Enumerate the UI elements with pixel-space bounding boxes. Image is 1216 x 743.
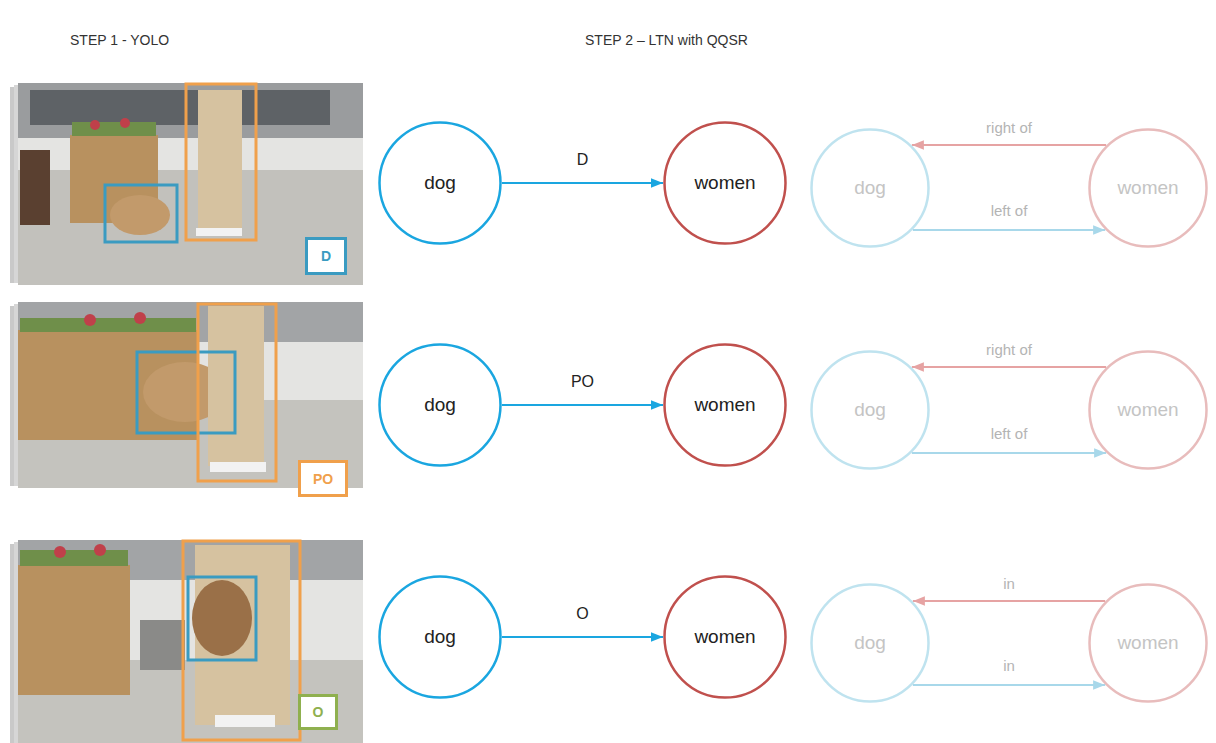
relation-arrow [913,600,1105,602]
edge-label: left of [988,202,1031,219]
step-title: STEP 2 – LTN with QQSR [585,32,748,48]
concept-circle: dog [378,575,502,699]
circle-shape [380,345,501,466]
circle-shape [812,130,929,247]
concept-circle: women [663,121,787,245]
concept-circle: dog [378,343,502,467]
dog-bounding-box [105,185,177,242]
concept-circle: women [1088,583,1208,703]
concept-label: women [1117,177,1178,199]
woman-bounding-box [198,304,276,481]
relation-tag: O [298,694,338,730]
concept-label: dog [424,394,456,416]
shoes [196,228,242,236]
edge-label: O [573,605,591,623]
concept-circle: dog [810,583,930,703]
woman-bounding-box [183,541,300,740]
relation-arrow [502,636,663,638]
circle-shape [665,123,786,244]
edge-label: right of [983,119,1035,136]
plants [20,550,128,566]
concept-label: dog [854,177,886,199]
edge-label: in [1000,575,1018,592]
flower [84,314,96,326]
relation-arrow [502,404,663,406]
windows [30,90,330,125]
relation-code: O [313,704,324,720]
edge-label: D [574,151,592,169]
photo-frame-1 [10,83,363,285]
relation-tag: D [305,237,347,275]
relation-arrow [912,144,1106,146]
relation-arrow [913,229,1105,231]
bench [140,620,185,670]
dog-figure [192,580,252,656]
relation-arrow [912,452,1106,454]
concept-label: women [1117,632,1178,654]
shoes [215,715,275,727]
edge-label: right of [983,341,1035,358]
circle-shape [1090,130,1207,247]
building [18,83,363,138]
relation-arrow [502,182,663,184]
flower [54,546,66,558]
dog-bounding-box [137,352,235,433]
dog-bounding-box [188,577,256,660]
shoes [210,462,266,472]
concept-circle: dog [810,350,930,470]
concept-circle: dog [378,121,502,245]
concept-label: dog [424,172,456,194]
planter [18,565,130,695]
plants [72,122,156,136]
concept-label: women [1117,399,1178,421]
concept-circle: women [663,575,787,699]
concept-label: women [694,172,755,194]
chairs [20,150,50,225]
dog-figure [110,195,170,235]
woman-bounding-box [186,84,256,240]
flower [120,118,130,128]
circle-shape [1090,352,1207,469]
relation-arrow [912,366,1106,368]
circle-shape [1090,585,1207,702]
concept-circle: women [1088,128,1208,248]
concept-circle: dog [810,128,930,248]
concept-label: dog [854,399,886,421]
photo-background [18,83,363,285]
flower [94,544,106,556]
concept-label: women [694,626,755,648]
plants [20,318,196,332]
circle-shape [665,345,786,466]
concept-label: dog [854,632,886,654]
step-title: STEP 1 - YOLO [70,32,169,48]
concept-label: women [694,394,755,416]
circle-shape [812,352,929,469]
concept-label: dog [424,626,456,648]
concept-circle: women [663,343,787,467]
circle-shape [812,585,929,702]
relation-tag: PO [298,460,348,497]
relation-arrow [913,684,1105,686]
relation-code: PO [313,471,333,487]
circle-shape [380,123,501,244]
edge-label: left of [988,425,1031,442]
concept-circle: women [1088,350,1208,470]
edge-label: in [1000,657,1018,674]
edge-label: PO [568,373,597,391]
pavement [18,170,363,285]
flower [90,120,100,130]
flower [134,312,146,324]
photo-frame-3 [10,540,363,743]
circle-shape [380,577,501,698]
photo-background [18,540,363,743]
woman-figure [198,90,242,230]
circle-shape [665,577,786,698]
relation-code: D [321,248,331,264]
